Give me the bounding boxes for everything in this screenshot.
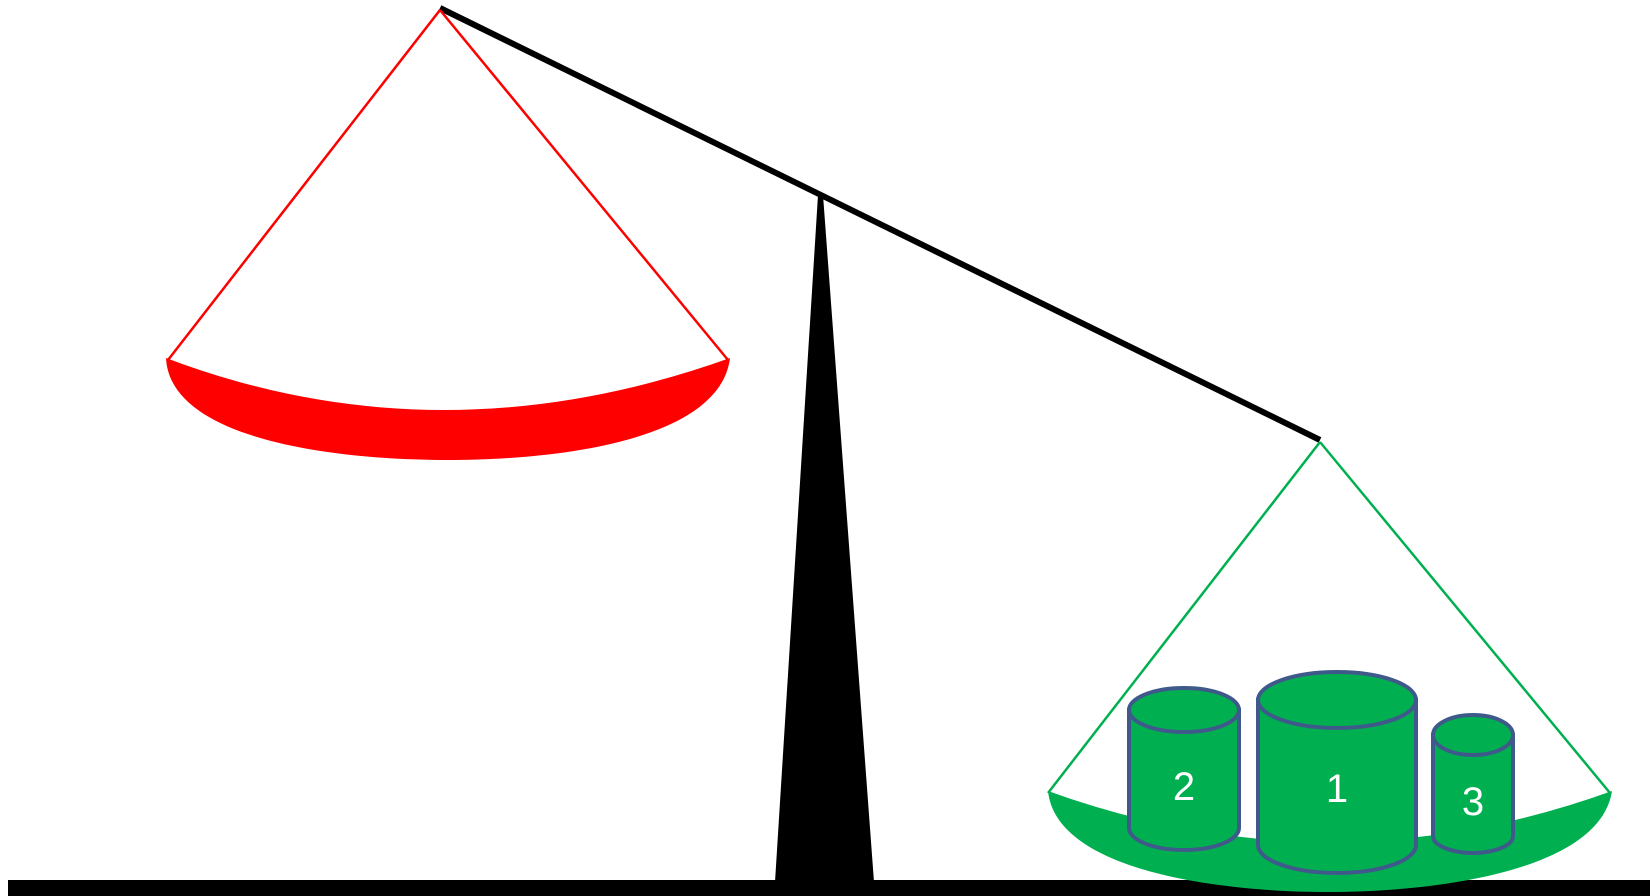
left-pan-group [166,10,730,460]
left-pan-string-right [440,10,728,360]
weight-3-label: 3 [1462,780,1484,824]
weight-1-top [1258,672,1416,728]
weight-1: 1 [1258,672,1416,873]
weight-3-top [1433,715,1513,755]
scale-beam [440,8,1320,440]
weight-3: 3 [1433,715,1513,853]
left-pan-string-left [168,10,440,360]
fulcrum-stand [775,195,874,882]
right-pan-group: 2 1 3 [1048,442,1612,892]
weight-2: 2 [1129,688,1239,850]
weight-1-label: 1 [1326,767,1348,811]
weight-2-label: 2 [1173,765,1195,809]
weight-2-top [1129,688,1239,732]
left-pan [166,358,730,460]
